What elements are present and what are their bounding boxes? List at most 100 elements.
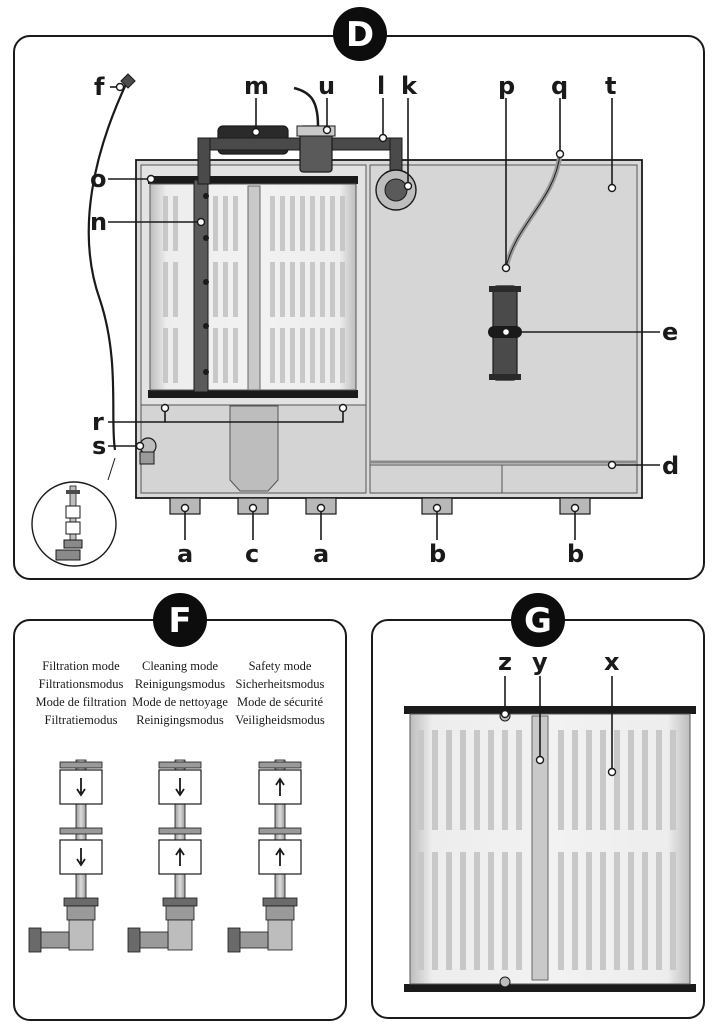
valve-assemblies	[28, 759, 302, 953]
label-k: k	[401, 72, 418, 100]
label-d: d	[662, 452, 679, 480]
filter-slot	[656, 852, 662, 970]
panel-f: F Filtration mode Filtrationsmodus Mode …	[13, 593, 347, 1021]
sump-funnel	[229, 405, 279, 492]
uv-cable	[293, 86, 320, 127]
arrow-down-icon	[175, 778, 185, 797]
panel-g: G z y x	[371, 593, 705, 1019]
label-n: n	[90, 208, 107, 236]
cable-f	[87, 81, 128, 451]
label-r: r	[92, 408, 104, 436]
filter-slot	[488, 730, 494, 830]
valve-assembly-cleaning	[127, 759, 202, 953]
label-e: e	[662, 318, 678, 346]
label-p: p	[498, 72, 515, 100]
arrow-up-icon	[175, 847, 185, 866]
label-t: t	[605, 72, 616, 100]
filter-slot	[432, 852, 438, 970]
label-y: y	[532, 648, 548, 676]
filter-slot	[670, 730, 676, 830]
filter-slot	[502, 730, 508, 830]
drum-filter-large	[404, 706, 696, 992]
drum-filter	[148, 176, 358, 398]
panel-g-badge	[511, 593, 565, 647]
label-a-1: a	[177, 540, 193, 568]
filter-slot	[642, 852, 648, 970]
filter-slot	[586, 852, 592, 970]
arrow-down-icon	[76, 848, 86, 867]
label-x: x	[604, 648, 620, 676]
filter-slot	[460, 852, 466, 970]
filter-slot	[642, 730, 648, 830]
filter-slot	[656, 730, 662, 830]
filter-slot	[502, 852, 508, 970]
inset-valve-detail	[31, 457, 117, 567]
filter-slot	[558, 852, 564, 970]
panel-d: f m u l k p q t o n e r s d a c a b b D	[13, 7, 705, 580]
label-l: l	[377, 72, 385, 100]
filter-slot	[418, 852, 424, 970]
label-b-1: b	[429, 540, 446, 568]
filter-slots-large	[418, 730, 676, 970]
filter-slot	[572, 730, 578, 830]
filter-center-rail	[247, 185, 261, 391]
filter-slot	[446, 852, 452, 970]
mode-safety-line-4: Veiligheidsmodus	[235, 713, 325, 727]
mode-safety-line-3: Mode de sécurité	[237, 695, 324, 709]
mode-filtration-line-3: Mode de filtration	[36, 695, 128, 709]
panel-f-badge-label: F	[168, 601, 191, 641]
filter-slot	[474, 730, 480, 830]
mode-cleaning-line-4: Reinigingsmodus	[136, 713, 224, 727]
filter-slot	[670, 852, 676, 970]
panel-f-badge	[153, 593, 207, 647]
label-o: o	[90, 165, 107, 193]
mode-cleaning-line-2: Reinigungsmodus	[135, 677, 225, 691]
label-z: z	[498, 648, 512, 676]
valve-assembly-filtration	[28, 759, 103, 953]
label-s: s	[92, 432, 106, 460]
filter-slot	[516, 730, 522, 830]
arrow-down-icon	[76, 778, 86, 797]
mode-cleaning-line-3: Mode de nettoyage	[132, 695, 228, 709]
arrow-up-icon	[275, 847, 285, 866]
filter-slot	[460, 730, 466, 830]
filter-slot	[600, 730, 606, 830]
filter-slot	[572, 852, 578, 970]
filter-slot	[418, 730, 424, 830]
mode-safety-text: Safety mode Sicherheitsmodus Mode de séc…	[235, 659, 325, 727]
label-m: m	[244, 72, 269, 100]
label-u: u	[318, 72, 335, 100]
filter-slot	[446, 730, 452, 830]
arrow-box-filtration-2	[59, 839, 103, 875]
filter-slot	[628, 852, 634, 970]
filter-slot	[600, 852, 606, 970]
filter-slot	[614, 730, 620, 830]
mode-safety-line-1: Safety mode	[249, 659, 312, 673]
filter-slot	[474, 852, 480, 970]
filter-slot	[432, 730, 438, 830]
arrow-up-icon	[275, 777, 285, 796]
filter-slot	[628, 730, 634, 830]
filter-slot	[586, 730, 592, 830]
sump-right	[369, 464, 638, 494]
filter-slots	[163, 196, 345, 383]
mode-safety-line-2: Sicherheitsmodus	[236, 677, 325, 691]
label-c: c	[245, 540, 259, 568]
label-q: q	[551, 72, 568, 100]
mode-cleaning-line-1: Cleaning mode	[142, 659, 218, 673]
valve-assembly-safety	[227, 759, 302, 953]
mode-filtration-line-4: Filtratiemodus	[45, 713, 118, 727]
label-a-2: a	[313, 540, 329, 568]
panel-d-badge-label: D	[346, 15, 374, 55]
mode-cleaning-text: Cleaning mode Reinigungsmodus Mode de ne…	[132, 659, 228, 727]
filter-slot	[558, 730, 564, 830]
panel-d-badge	[333, 7, 387, 61]
pipe-down-left	[197, 137, 211, 185]
mode-filtration-text: Filtration mode Filtrationsmodus Mode de…	[36, 659, 128, 727]
mode-filtration-line-1: Filtration mode	[42, 659, 120, 673]
d-leaders	[108, 82, 660, 540]
panel-g-badge-label: G	[524, 601, 552, 641]
filter-slot	[516, 852, 522, 970]
filter-slot	[614, 852, 620, 970]
